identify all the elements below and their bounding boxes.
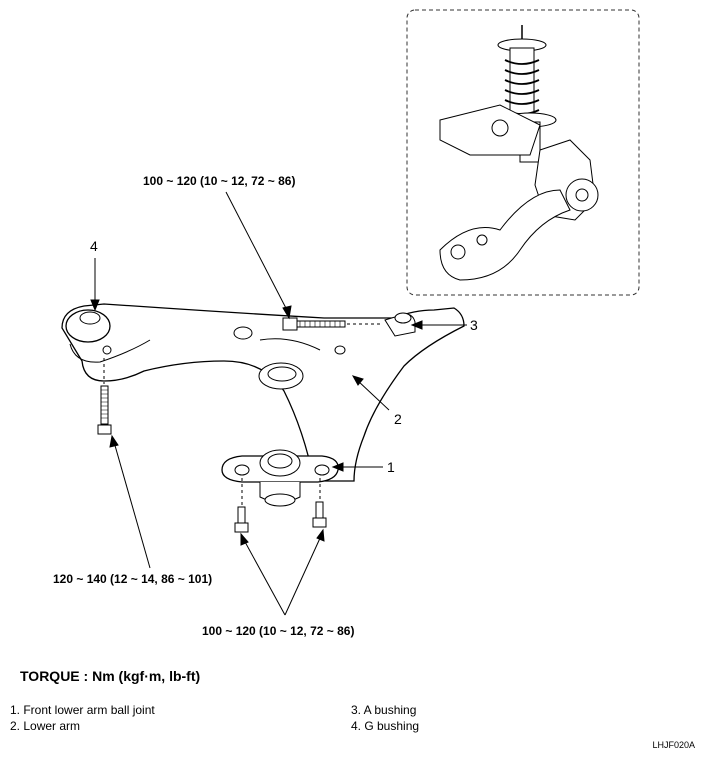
legend-item: 3. A bushing xyxy=(351,703,417,717)
legend-item: 1. Front lower arm ball joint xyxy=(10,703,155,717)
legend-item: 4. G bushing xyxy=(351,719,420,733)
figure-code: LHJF020A xyxy=(652,740,695,750)
callout-1: 1 xyxy=(387,459,395,475)
torque-heading: TORQUE : Nm (kgf·m, lb-ft) xyxy=(20,668,201,684)
bottom-bolts-torque-label: 100 ~ 120 (10 ~ 12, 72 ~ 86) xyxy=(202,624,355,638)
legend-right: 3. A bushing 4. G bushing xyxy=(351,702,419,734)
callout-3: 3 xyxy=(470,317,478,333)
top-bolt-torque-label: 100 ~ 120 (10 ~ 12, 72 ~ 86) xyxy=(143,174,296,188)
suspension-inset xyxy=(406,9,640,296)
callout-2: 2 xyxy=(394,411,402,427)
callout-4: 4 xyxy=(90,238,98,254)
bottom-bolts xyxy=(234,478,327,533)
left-bolt-torque-label: 120 ~ 140 (12 ~ 14, 86 ~ 101) xyxy=(53,572,213,586)
left-bolt xyxy=(97,358,112,435)
lower-arm xyxy=(61,303,465,507)
legend-item: 2. Lower arm xyxy=(10,719,81,733)
legend-left: 1. Front lower arm ball joint 2. Lower a… xyxy=(10,702,155,734)
top-bolt xyxy=(282,317,382,331)
leader-lines xyxy=(90,191,467,616)
